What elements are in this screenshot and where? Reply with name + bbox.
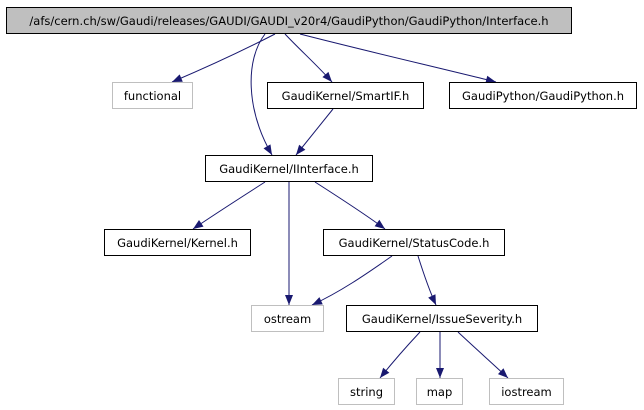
edge-root-gaudipython [299, 33, 497, 83]
arrowhead-root-iinterface [263, 144, 272, 155]
arrowhead-iinterface-kernel [193, 220, 204, 229]
edge-root-iinterface [250, 33, 273, 156]
edge-root-smartif [284, 33, 333, 83]
arrowhead-issueseverity-string [380, 367, 390, 378]
node-kernel-h[interactable]: GaudiKernel/Kernel.h [104, 229, 251, 256]
edge-iinterface-kernel [192, 181, 266, 230]
arrowhead-smartif-iinterface [296, 144, 306, 155]
node-string[interactable]: string [338, 378, 395, 405]
arrowhead-issueseverity-iostream [497, 368, 508, 378]
arrowhead-root-functional [172, 74, 183, 82]
node-iostream[interactable]: iostream [489, 378, 564, 405]
node-smartif-h[interactable]: GaudiKernel/SmartIF.h [267, 82, 424, 109]
node-interface-h[interactable]: /afs/cern.ch/sw/Gaudi/releases/GAUDI/GAU… [6, 7, 572, 34]
edge-iinterface-statuscode [314, 181, 386, 230]
arrowhead-root-gaudipython [485, 75, 496, 84]
arrowhead-statuscode-issueseverity [428, 294, 436, 305]
edge-statuscode-ostream [311, 255, 393, 306]
node-statuscode-h[interactable]: GaudiKernel/StatusCode.h [323, 229, 505, 256]
arrowhead-iinterface-statuscode [374, 219, 385, 229]
node-iinterface-h[interactable]: GaudiKernel/IInterface.h [205, 155, 373, 182]
node-issueseverity-h[interactable]: GaudiKernel/IssueSeverity.h [346, 305, 538, 332]
arrowhead-statuscode-ostream [312, 297, 323, 305]
node-map[interactable]: map [416, 378, 463, 405]
edge-root-functional [171, 33, 276, 83]
arrowhead-iinterface-ostream [285, 295, 293, 305]
node-ostream[interactable]: ostream [251, 305, 324, 332]
node-gaudipython-h[interactable]: GaudiPython/GaudiPython.h [449, 82, 637, 109]
arrowhead-issueseverity-map [436, 368, 444, 378]
arrowhead-root-smartif [322, 71, 332, 82]
node-functional[interactable]: functional [112, 82, 193, 109]
edge-issueseverity-iostream [457, 331, 509, 379]
edge-layer [171, 33, 509, 379]
